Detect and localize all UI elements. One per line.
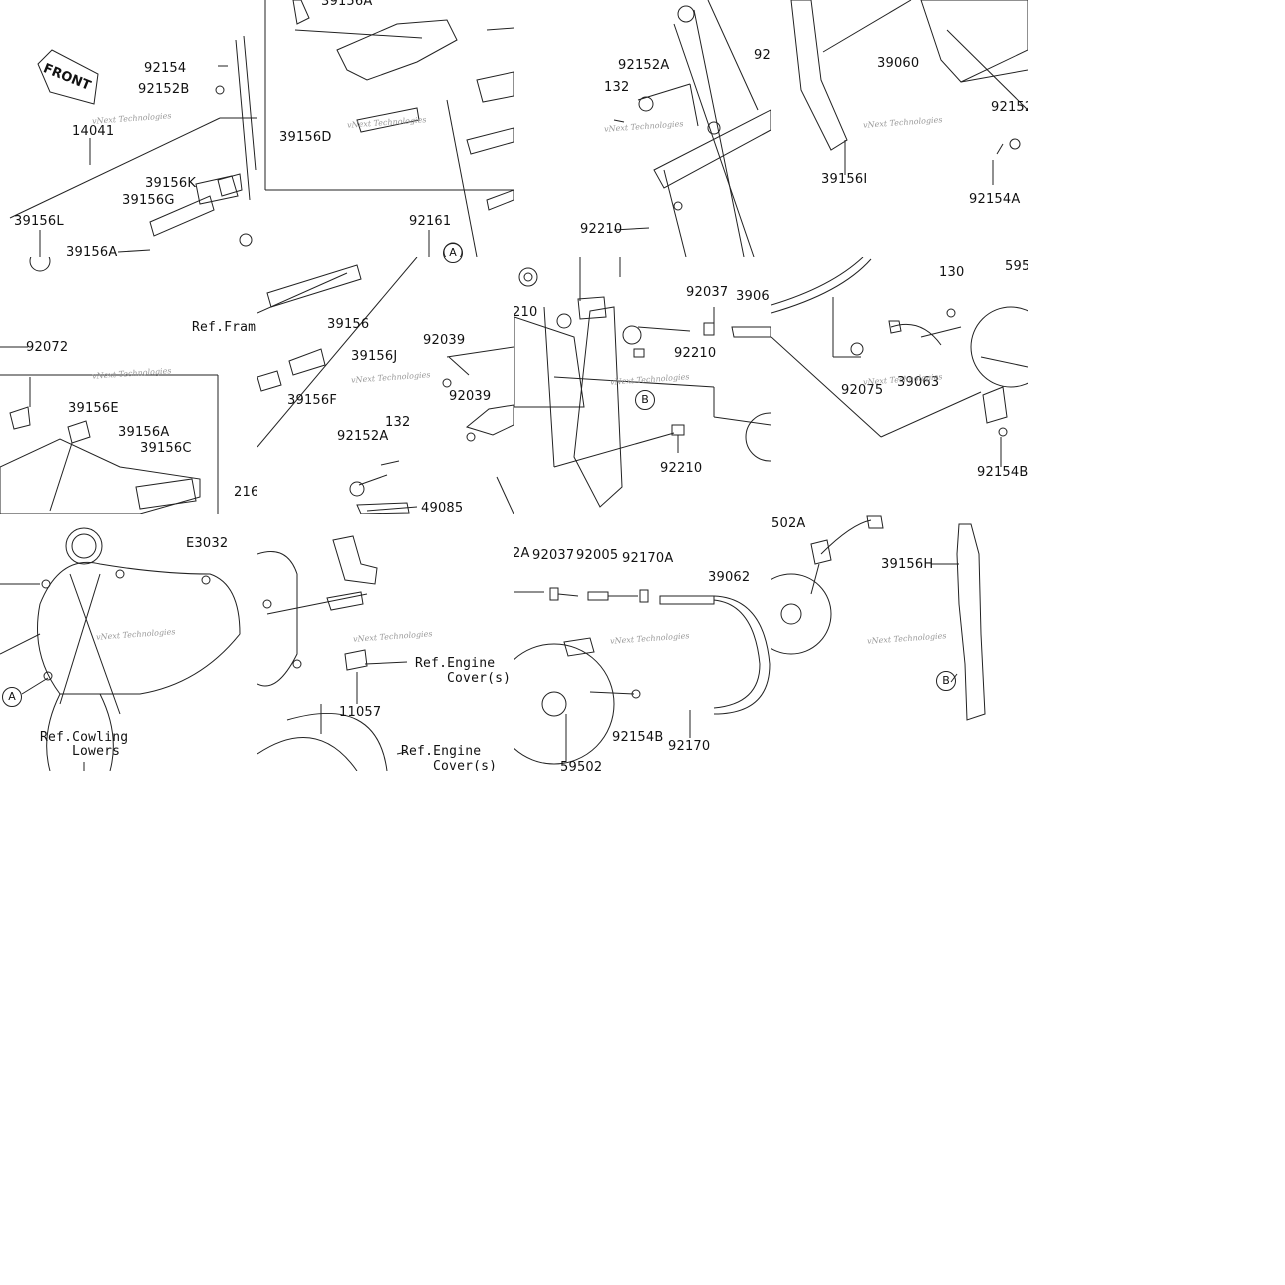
part-label: 92039 [423,333,466,348]
part-label: 14041 [72,124,115,139]
part-label: 39156E [68,401,119,416]
reference-label: Lowers [72,744,121,759]
part-label: 210 [514,305,538,320]
part-label: 39062 [708,570,751,585]
tile-11-linework [514,587,771,765]
tile-2-linework [264,0,514,257]
part-label: 595 [1005,259,1028,274]
tile-8-linework [771,257,1028,467]
part-label: 39156H [881,557,934,572]
part-label: 49085 [421,501,464,514]
part-label: 92170A [622,551,674,566]
tile-4-linework [790,0,1028,185]
tile-6-linework [257,257,514,514]
part-label: 39156J [351,349,398,364]
tile-7-linework [514,257,771,508]
diagram-tile-4: 39060 92152 39156I 92154A vNext Technolo… [771,0,1028,257]
part-label: 92037 [532,548,575,563]
part-label: 92039 [449,389,492,404]
part-label: 59502 [560,760,603,771]
diagram-tile-1: FRONT 92154 92152B 14041 39156K 39156G 3… [0,0,257,257]
reference-label: Cover(s) [447,671,512,686]
diagram-tile-10: Ref.Engine Cover(s) 11057 Ref.Engine Cov… [257,514,514,771]
part-label: 2A [514,546,530,561]
tile-10-linework [257,535,408,771]
part-label: 39156I [821,172,868,187]
part-label: 39060 [877,56,920,71]
part-label: 92170 [668,739,711,754]
diagram-code: E3032 [186,536,229,551]
diagram-tile-5: 92072 Ref.Fram 39156E 39156A 39156C 2161… [0,257,257,514]
diagram-tile-7: 210 92037 3906 92210 92210 B vNext Techn… [514,257,771,514]
diagram-tile-12: 502A 39156H B vNext Technologies [771,514,1028,771]
reference-label: Cover(s) [433,759,498,771]
diagram-tile-3: 92152A 132 92 92210 vNext Technologies [514,0,771,257]
part-label: 39156A [66,245,118,257]
part-label: 92152B [138,82,190,97]
part-label: 39063 [897,375,940,390]
part-label: 92161 [409,214,452,229]
part-label: 39156A [118,425,170,440]
part-label: 92154 [144,61,187,76]
part-label: 39156L [14,214,64,229]
part-label: 92152 [991,100,1028,115]
reference-label: Ref.Engine [401,744,482,759]
reference-label: Ref.Engine [415,656,496,671]
tile-1-linework [9,35,257,257]
part-label: 92075 [841,383,884,398]
part-label: 92152A [618,58,670,73]
part-label: 39156A [321,0,373,9]
part-label: 39156C [140,441,192,456]
tile-3-linework [613,0,771,257]
tile-9-linework [0,527,241,771]
reference-marker-b: B [635,390,655,410]
reference-label: Ref.Cowling [40,730,129,745]
reference-marker-a: A [443,243,463,263]
part-label: 39156D [279,130,332,145]
diagram-tile-2: 39156A 39156D 92161 vNext Technologies [257,0,514,257]
reference-label: Ref.Fram [192,320,257,335]
part-label: 92072 [26,340,69,355]
diagram-tile-9: E3032 A Ref.Cowling Lowers vNext Technol… [0,514,257,771]
part-label: 92154B [612,730,664,745]
part-label: 130 [939,265,965,280]
part-label: 92 [754,48,771,63]
part-label: 92005 [576,548,619,563]
part-label: 92152A [337,429,389,444]
diagram-tile-6: 39156 39156J 39156F 92039 92039 92152A 1… [257,257,514,514]
part-label: 92210 [660,461,703,476]
tile-12-linework [771,515,986,721]
part-label: 39156 [327,317,370,332]
part-label: 3906 [736,289,770,304]
diagram-tile-8: 130 595 92075 39063 92154B vNext Technol… [771,257,1028,514]
part-label: 39156F [287,393,338,408]
diagram-tile-11: 2A 92037 92005 92170A 39062 92154B 92170… [514,514,771,771]
part-label: 502A [771,516,806,531]
part-label: 39156G [122,193,175,208]
part-label: 2161 [234,485,257,500]
part-label: 92154B [977,465,1028,480]
reference-marker-b: B [936,671,956,691]
part-label: 92037 [686,285,729,300]
part-label: 92210 [674,346,717,361]
part-label: 132 [385,415,411,430]
part-label: 132 [604,80,630,95]
reference-marker-a: A [2,687,22,707]
part-label: 92154A [969,192,1021,207]
part-label: 92210 [580,222,623,237]
part-label: 39156K [145,176,197,191]
tile-5-linework [0,257,219,514]
part-label: 11057 [339,705,382,720]
